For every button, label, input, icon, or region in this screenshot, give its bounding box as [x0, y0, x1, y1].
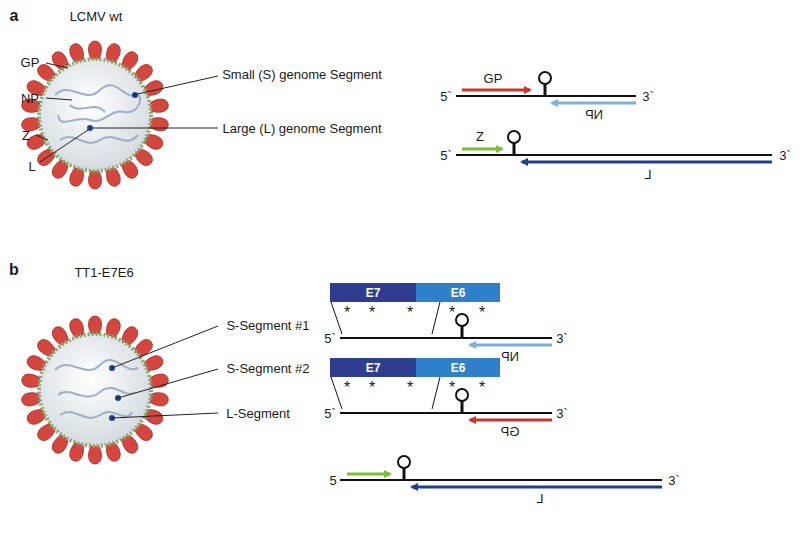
gene-label: L	[536, 492, 543, 505]
glycoprotein-spike	[88, 316, 101, 334]
mutation-asterisk: *	[344, 305, 350, 321]
end-label: 5	[329, 474, 336, 487]
virus-name: TT1-E7E6	[74, 266, 133, 279]
mutation-asterisk: *	[479, 305, 485, 321]
mutation-asterisk: *	[369, 380, 375, 396]
oncogene-band: E6	[416, 283, 500, 302]
end-label: 3`	[556, 407, 568, 420]
glycoprotein-spike	[105, 317, 123, 338]
gene-label: Z	[476, 130, 484, 143]
glycoprotein-spike	[150, 98, 170, 113]
gene-label: NP	[585, 108, 603, 121]
protein-callout: GP	[21, 56, 40, 69]
glycoprotein-spike	[88, 171, 101, 189]
glycoprotein-spike	[68, 317, 86, 338]
gene-name: E6	[451, 286, 466, 300]
gene-label: NP	[501, 350, 519, 363]
mutation-asterisk: *	[369, 305, 375, 321]
panel-letter: b	[9, 262, 19, 278]
mutation-asterisk: *	[407, 305, 413, 321]
mutation-asterisk: *	[449, 380, 455, 396]
protein-callout: L	[28, 160, 35, 173]
glycoprotein-spike	[88, 446, 101, 464]
gene-name: E7	[366, 286, 381, 300]
virus-name: LCMV wt	[70, 10, 123, 23]
glycoprotein-spike	[150, 117, 170, 132]
end-label: 5`	[324, 407, 336, 420]
glycoprotein-spike	[105, 167, 123, 188]
gene-name: E7	[366, 361, 381, 375]
segment-label: Small (S) genome Segment	[222, 68, 382, 81]
gene-label: L	[644, 168, 651, 181]
glycoprotein-spike	[21, 373, 41, 388]
glycoprotein-spike	[150, 392, 170, 407]
protein-callout: Z	[22, 129, 30, 142]
glycoprotein-spike	[105, 42, 123, 63]
end-label: 3`	[642, 90, 654, 103]
segment-label: S-Segment #2	[226, 362, 309, 375]
panel-letter: a	[10, 8, 19, 24]
segment-label: S-Segment #1	[226, 319, 309, 332]
glycoprotein-spike	[88, 41, 101, 59]
gene-name: E6	[451, 361, 466, 375]
mutation-asterisk: *	[479, 380, 485, 396]
mutation-asterisk: *	[449, 305, 455, 321]
end-label: 3`	[779, 149, 791, 162]
protein-callout: NP	[21, 92, 39, 105]
mutation-asterisk: *	[407, 380, 413, 396]
oncogene-band: E7	[330, 358, 416, 377]
glycoprotein-spike	[105, 442, 123, 463]
end-label: 5`	[440, 90, 452, 103]
segment-label: Large (L) genome Segment	[223, 122, 382, 135]
mutation-asterisk: *	[344, 380, 350, 396]
end-label: 5`	[324, 332, 336, 345]
gene-label: GP	[484, 72, 503, 85]
end-label: 3`	[668, 474, 680, 487]
end-label: 5`	[440, 149, 452, 162]
segment-label: L-Segment	[226, 407, 290, 420]
end-label: 3`	[556, 332, 568, 345]
oncogene-band: E6	[416, 358, 500, 377]
glycoprotein-spike	[21, 392, 41, 407]
oncogene-band: E7	[330, 283, 416, 302]
gene-label: GP	[501, 425, 520, 438]
glycoprotein-spike	[68, 42, 86, 63]
